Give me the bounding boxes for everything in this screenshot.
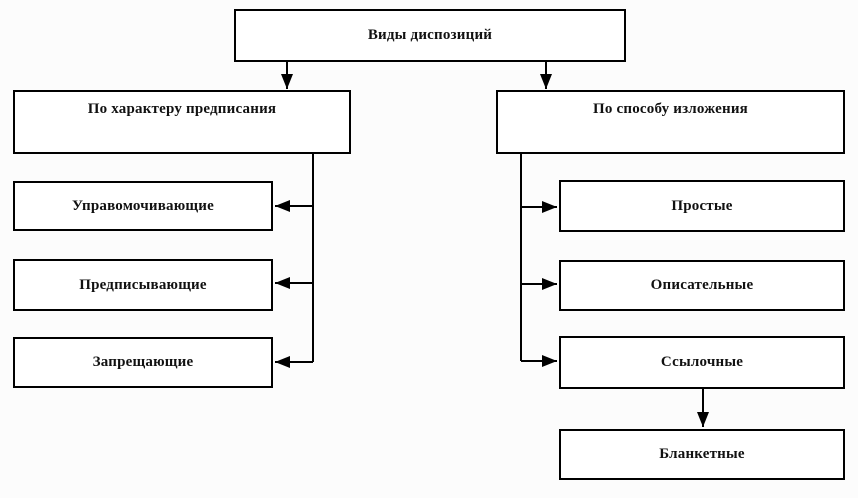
right-node-referential: Ссылочные [559, 336, 845, 389]
left-node-prohibiting-label: Запрещающие [92, 354, 194, 370]
right-node-blanket: Бланкетные [559, 429, 845, 480]
right-node-blanket-label: Бланкетные [659, 446, 745, 462]
left-node-prescriptive: Предписывающие [13, 259, 273, 311]
left-node-prohibiting: Запрещающие [13, 337, 273, 388]
root-node-label: Виды диспозиций [367, 27, 493, 43]
right-node-simple: Простые [559, 180, 845, 232]
right-node-descriptive: Описательные [559, 260, 845, 311]
right-node-referential-label: Ссылочные [660, 354, 744, 370]
left-node-empowering: Управомочивающие [13, 181, 273, 231]
left-node-prescriptive-label: Предписывающие [79, 276, 207, 293]
right-branch-header-label: По способу изложения [592, 101, 748, 117]
root-node: Виды диспозиций [234, 9, 626, 62]
left-node-empowering-label: Управомочивающие [72, 197, 214, 214]
right-node-descriptive-label: Описательные [650, 277, 754, 293]
right-branch-header: По способу изложения [496, 90, 845, 154]
left-branch-header: По характеру предписания [13, 90, 351, 154]
right-node-simple-label: Простые [671, 197, 733, 214]
left-branch-header-label: По характеру предписания [87, 101, 277, 117]
